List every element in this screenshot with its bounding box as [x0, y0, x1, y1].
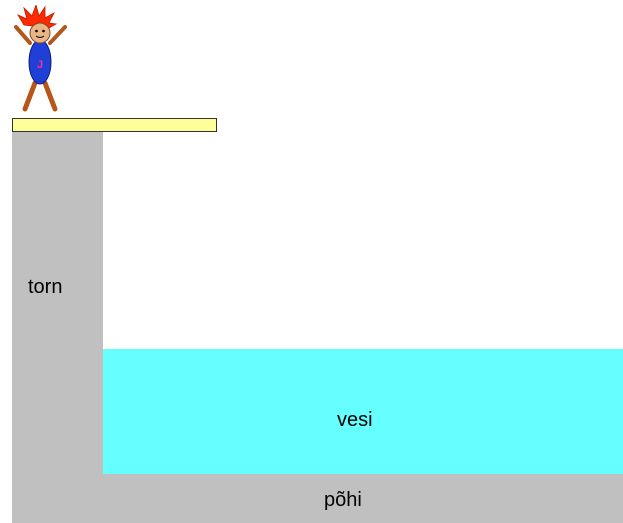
left-arm	[14, 25, 32, 45]
left-leg	[22, 80, 38, 112]
pool-bottom	[12, 474, 623, 523]
jumper-figure: J	[14, 5, 67, 112]
water-label: vesi	[337, 409, 373, 431]
water	[103, 349, 623, 474]
left-eye	[35, 29, 38, 33]
head	[29, 22, 51, 44]
tower-label: torn	[28, 276, 63, 298]
right-leg	[42, 80, 58, 112]
hair	[17, 5, 58, 29]
diving-board	[12, 118, 217, 132]
bottom-label: põhi	[324, 489, 362, 511]
right-arm	[48, 25, 67, 45]
right-eye	[42, 29, 45, 33]
shirt-letter: J	[37, 59, 43, 71]
mouth	[35, 35, 45, 38]
tower	[12, 131, 103, 523]
